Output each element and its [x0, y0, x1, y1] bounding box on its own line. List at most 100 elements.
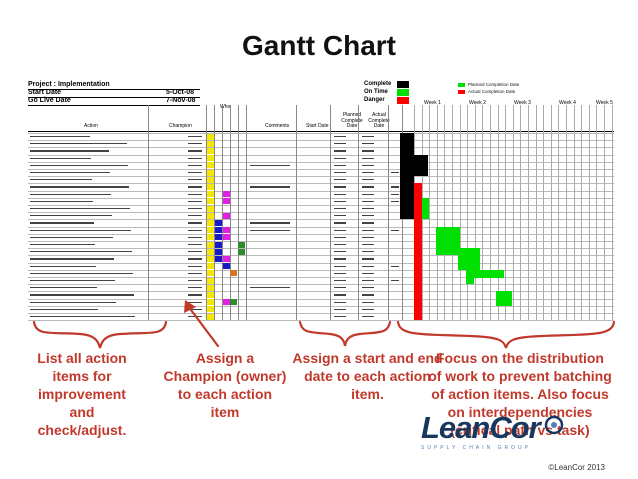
caption-champion: Assign a Champion (owner) to each action… [160, 349, 290, 421]
row-text-stroke [362, 150, 374, 152]
row-text-stroke [188, 186, 202, 188]
caption-line: on interdependencies [447, 404, 593, 420]
ontime-bar [474, 269, 504, 279]
row-text-stroke [334, 222, 346, 224]
row-text-stroke [334, 172, 346, 174]
row-text-stroke [334, 280, 346, 282]
column-line [238, 105, 239, 321]
row-text-stroke [334, 215, 346, 217]
who-cell [207, 169, 214, 176]
column-line [296, 105, 297, 321]
row-text-stroke [362, 244, 374, 246]
who-cell [207, 155, 214, 162]
who-cell [230, 270, 237, 277]
brace-dates [298, 320, 392, 347]
row-text-stroke [250, 287, 290, 289]
row-text-stroke [391, 200, 399, 202]
row-line [28, 176, 614, 177]
row-line [28, 262, 614, 264]
row-line [28, 169, 614, 170]
caption-line: Assign a [195, 350, 255, 366]
day-line [436, 105, 438, 321]
row-text-stroke [188, 179, 202, 181]
action-header: Action [84, 123, 98, 129]
row-text-stroke [30, 186, 129, 188]
status-ontime-label: On Time [364, 89, 388, 95]
who-cell [223, 227, 230, 234]
row-text-stroke [188, 208, 202, 210]
status-danger-swatch [397, 97, 409, 104]
row-text-stroke [188, 301, 202, 303]
who-cell [207, 284, 214, 291]
row-text-stroke [362, 251, 374, 253]
day-line [444, 105, 445, 321]
row-text-stroke [362, 164, 374, 166]
column-line [330, 105, 331, 321]
row-text-stroke [334, 186, 346, 188]
who-cell [223, 234, 230, 241]
row-text-stroke [188, 265, 202, 267]
row-text-stroke [362, 193, 374, 195]
row-text-stroke [188, 294, 202, 296]
row-text-stroke [362, 229, 374, 231]
row-text-stroke [362, 179, 374, 181]
row-text-stroke [30, 229, 131, 231]
who-cell [207, 176, 214, 183]
row-text-stroke [362, 294, 374, 296]
day-line [573, 105, 575, 321]
caption-line: of work to prevent batching [428, 368, 612, 384]
caption-line: and [69, 404, 95, 420]
brace-gantt [396, 320, 616, 349]
row-text-stroke [362, 200, 374, 202]
who-cell [207, 191, 214, 198]
row-text-stroke [188, 280, 202, 282]
row-text-stroke [334, 208, 346, 210]
row-text-stroke [362, 222, 374, 224]
day-line [497, 105, 499, 321]
row-text-stroke [30, 222, 94, 224]
who-cell [207, 270, 214, 277]
row-line [28, 248, 614, 249]
planned-swatch [458, 83, 465, 87]
project-label: Project : Implementation [28, 81, 110, 88]
row-line [28, 313, 614, 314]
row-text-stroke [30, 236, 113, 238]
row-line [28, 154, 614, 156]
who-cell [207, 219, 214, 227]
golive-label: Go Live Date [28, 97, 71, 104]
row-line [28, 255, 614, 256]
who-cell [207, 198, 214, 205]
day-line [543, 105, 544, 321]
who-cell [207, 313, 214, 320]
row-text-stroke [30, 316, 135, 318]
caption-line: item [210, 404, 240, 420]
row-text-stroke [334, 287, 346, 289]
row-text-stroke [188, 136, 202, 138]
who-cell [238, 248, 245, 255]
row-text-stroke [188, 215, 202, 217]
champion-header: Champion [169, 123, 192, 129]
divider [28, 89, 200, 90]
day-line [581, 105, 582, 321]
row-text-stroke [362, 265, 374, 267]
actual-swatch [458, 90, 465, 94]
status-ontime-swatch [397, 89, 409, 96]
row-text-stroke [30, 301, 116, 303]
row-text-stroke [334, 200, 346, 202]
row-text-stroke [334, 179, 346, 181]
row-line [28, 233, 614, 235]
row-text-stroke [188, 193, 202, 195]
row-text-stroke [188, 272, 202, 274]
row-text-stroke [391, 265, 399, 267]
row-text-stroke [188, 287, 202, 289]
row-text-stroke [30, 251, 132, 253]
planned-header: Planned Complete Date [341, 112, 363, 129]
who-cell [207, 277, 214, 284]
row-text-stroke [391, 193, 399, 195]
leancor-logo: LeanCor SUPPLY CHAIN GROUP [421, 410, 564, 451]
row-text-stroke [334, 164, 346, 166]
row-text-stroke [362, 172, 374, 174]
logo-wordmark: LeanCor [421, 410, 541, 445]
row-text-stroke [188, 200, 202, 202]
golive-value: 7-Nov-08 [166, 97, 196, 104]
